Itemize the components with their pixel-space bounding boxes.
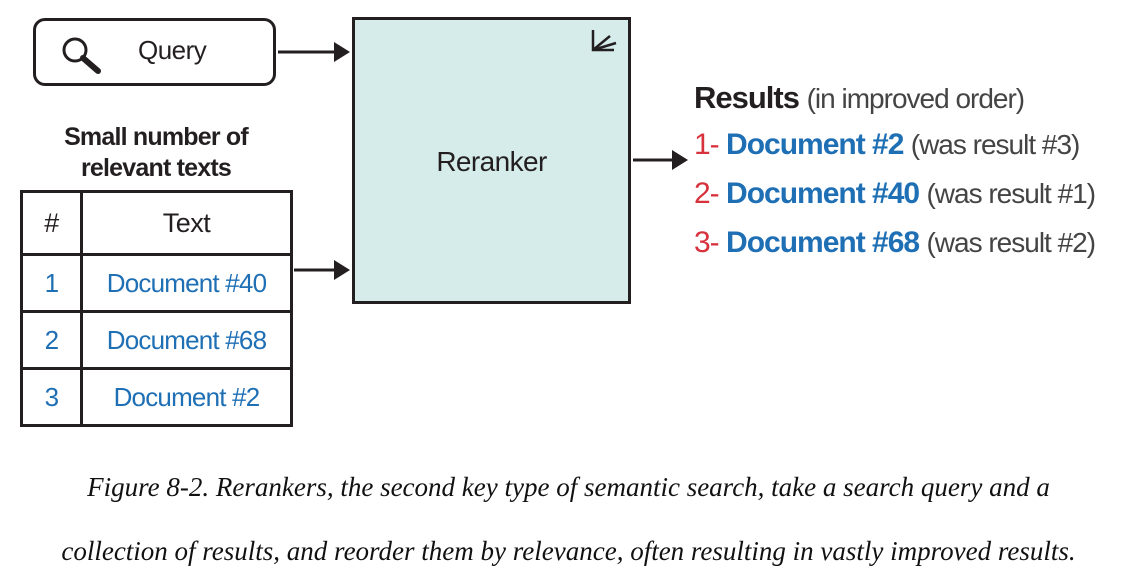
result-document: Document #2: [726, 128, 904, 161]
axes-icon: [591, 30, 617, 52]
result-document: Document #68: [726, 226, 920, 259]
result-previous-rank: (was result #2): [926, 227, 1096, 258]
result-previous-rank: (was result #1): [926, 178, 1096, 209]
figure-caption-line1: Figure 8-2. Rerankers, the second key ty…: [87, 472, 1050, 502]
documents-table: # Text 1 Document #40 2 Document #68 3 D…: [20, 190, 293, 427]
query-arrowhead: [334, 42, 350, 62]
result-previous-rank: (was result #3): [910, 129, 1081, 160]
table-caption-line2: relevant texts: [81, 154, 232, 182]
table-caption: Small number of relevant texts: [20, 122, 292, 184]
result-item: 3- Document #68 (was result #2): [694, 226, 1096, 260]
table-row: 1 Document #40: [20, 253, 293, 313]
result-document: Document #40: [726, 177, 920, 210]
result-rank: 2-: [694, 177, 720, 210]
header-num: #: [20, 190, 83, 256]
result-rank: 1-: [694, 128, 720, 161]
results-title: Results: [694, 80, 800, 115]
header-text: Text: [80, 190, 293, 256]
row-document: Document #68: [80, 310, 293, 370]
results-heading: Results (in improved order): [694, 80, 1026, 116]
query-label: Query: [138, 35, 207, 65]
reranker-label: Reranker: [436, 146, 547, 177]
results-arrowhead: [672, 150, 688, 170]
results-note: (in improved order): [806, 83, 1026, 114]
result-rank: 3-: [694, 226, 720, 259]
table-row: 3 Document #2: [20, 367, 293, 427]
row-num: 1: [20, 253, 83, 313]
row-document: Document #2: [80, 367, 293, 427]
result-item: 2- Document #40 (was result #1): [694, 177, 1096, 211]
row-num: 2: [20, 310, 83, 370]
query-box: Query: [33, 18, 276, 86]
table-header-row: # Text: [20, 190, 293, 256]
result-item: 1- Document #2 (was result #3): [694, 128, 1081, 162]
row-document: Document #40: [80, 253, 293, 313]
table-caption-line1: Small number of: [64, 123, 249, 151]
figure-caption-line2: collection of results, and reorder them …: [61, 536, 1076, 566]
table-row: 2 Document #68: [20, 310, 293, 370]
table-arrowhead: [334, 260, 350, 280]
row-num: 3: [20, 367, 83, 427]
reranker-box: Reranker: [352, 17, 631, 304]
search-icon: [62, 37, 101, 74]
